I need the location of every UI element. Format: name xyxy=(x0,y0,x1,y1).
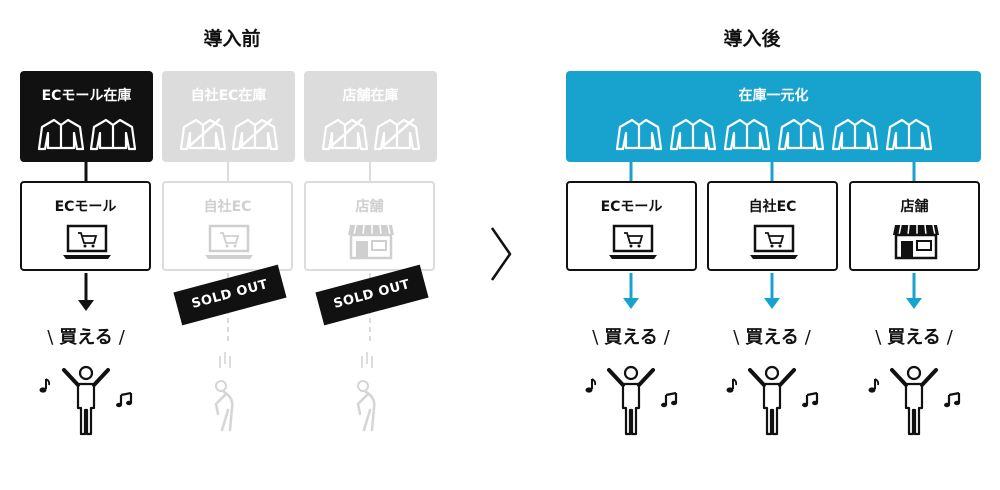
inventory-store: 店舗在庫 xyxy=(304,71,437,162)
result-can-buy: \買える/ xyxy=(834,323,994,349)
result-label: 買える xyxy=(59,327,113,348)
shirts xyxy=(162,117,295,151)
arrow-head xyxy=(623,298,639,309)
channel-label: 店舗 xyxy=(355,199,384,215)
music-notes-icon xyxy=(116,392,134,408)
sad-person-icon xyxy=(346,352,386,432)
channel-own-ec: 自社EC xyxy=(162,181,293,271)
channel-label: ECモール xyxy=(600,199,663,215)
result-can-buy: \買える/ xyxy=(6,323,166,349)
music-note-icon xyxy=(723,378,739,394)
result-label: 買える xyxy=(604,327,658,348)
deco-slash: / xyxy=(946,327,953,348)
arrow-head xyxy=(78,300,94,311)
happy-person-icon xyxy=(56,364,116,436)
arrow-head xyxy=(764,298,780,309)
deco-slash: / xyxy=(804,327,811,348)
happy-person-icon xyxy=(601,364,661,436)
result-can-buy: \買える/ xyxy=(692,323,852,349)
deco-backslash: \ xyxy=(592,327,599,348)
inventory-ec-mall: ECモール在庫 xyxy=(20,71,153,162)
inventory-label: 在庫一元化 xyxy=(738,88,809,104)
music-notes-icon xyxy=(944,392,962,408)
channel-ec-mall: ECモール xyxy=(20,181,151,271)
heading-before: 導入前 xyxy=(203,28,261,50)
music-notes-icon xyxy=(802,392,820,408)
heading-after: 導入後 xyxy=(723,28,781,50)
shirt-crossed-icon xyxy=(374,118,420,151)
channel-label: 自社EC xyxy=(748,199,797,215)
shirts xyxy=(304,117,437,151)
laptop-cart-icon xyxy=(749,223,799,261)
channel-label: 自社EC xyxy=(203,199,252,215)
shirt-crossed-icon xyxy=(232,118,278,151)
deco-slash: / xyxy=(118,327,125,348)
store-icon xyxy=(346,223,396,261)
result-label: 買える xyxy=(887,327,941,348)
channel-store: 店舗 xyxy=(304,181,435,271)
arrow-head xyxy=(906,298,922,309)
channel-ec-mall-after: ECモール xyxy=(566,181,697,271)
sad-person-icon xyxy=(204,352,244,432)
result-label: 買える xyxy=(745,327,799,348)
channel-label: ECモール xyxy=(54,199,117,215)
deco-slash: / xyxy=(663,327,670,348)
music-note-icon xyxy=(582,378,598,394)
inventory-own-ec: 自社EC在庫 xyxy=(162,71,295,162)
music-note-icon xyxy=(865,378,881,394)
deco-backslash: \ xyxy=(47,327,54,348)
result-can-buy: \買える/ xyxy=(551,323,711,349)
music-note-icon xyxy=(36,378,52,394)
inventory-label: 店舗在庫 xyxy=(342,88,399,104)
inventory-label: 自社EC在庫 xyxy=(190,88,267,104)
channel-label: 店舗 xyxy=(900,199,929,215)
inventory-unified: 在庫一元化 xyxy=(566,71,981,162)
laptop-cart-icon xyxy=(62,223,112,261)
channel-store-after: 店舗 xyxy=(849,181,980,271)
deco-backslash: \ xyxy=(733,327,740,348)
music-notes-icon xyxy=(661,392,679,408)
shirt-crossed-icon xyxy=(180,118,226,151)
deco-backslash: \ xyxy=(875,327,882,348)
chevron-right-icon xyxy=(490,227,512,281)
after-connectors xyxy=(623,162,922,309)
shirt-crossed-icon xyxy=(322,118,368,151)
channel-own-ec-after: 自社EC xyxy=(707,181,838,271)
happy-person-icon xyxy=(742,364,802,436)
inventory-label: ECモール在庫 xyxy=(41,88,132,104)
store-icon xyxy=(891,223,941,261)
laptop-cart-icon xyxy=(608,223,658,261)
laptop-cart-icon xyxy=(204,223,254,261)
happy-person-icon xyxy=(884,364,944,436)
